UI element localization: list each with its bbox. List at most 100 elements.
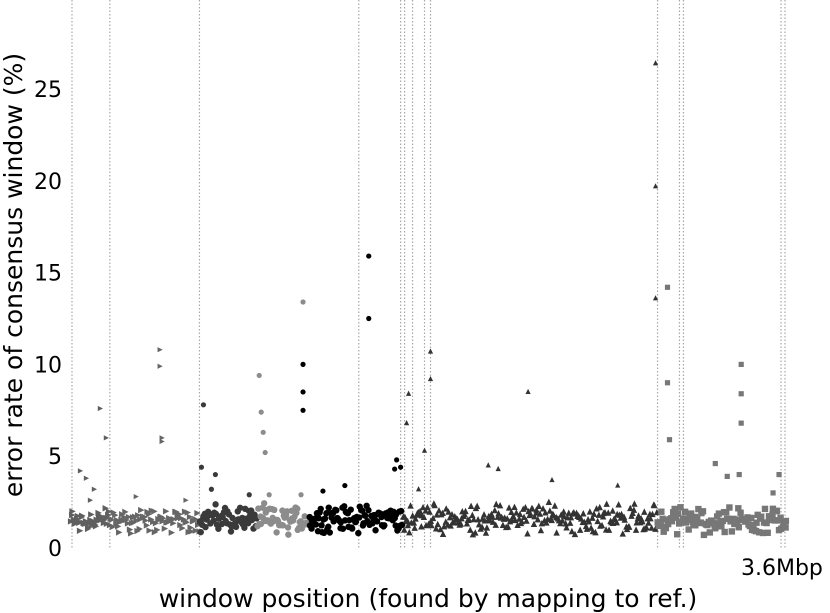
data-point [176, 511, 183, 518]
data-point [770, 490, 776, 496]
data-point [651, 501, 658, 509]
data-point [399, 521, 406, 529]
data-point [397, 507, 405, 515]
data-point [79, 512, 86, 519]
data-point [404, 517, 411, 525]
data-point [466, 516, 473, 523]
data-point [511, 503, 518, 510]
data-point [473, 502, 481, 509]
data-point [439, 509, 446, 517]
data-point [652, 295, 659, 301]
data-point [764, 529, 771, 536]
data-point [97, 405, 103, 412]
data-point [407, 502, 414, 509]
data-point [87, 497, 94, 503]
data-point [431, 501, 438, 509]
data-point [630, 506, 638, 513]
data-point [74, 512, 82, 520]
data-point [658, 508, 665, 515]
data-point [777, 514, 784, 521]
data-point [761, 505, 769, 513]
data-point [737, 509, 744, 516]
data-point [462, 507, 469, 515]
data-point [542, 509, 549, 516]
data-point [212, 501, 219, 508]
data-point [103, 435, 109, 441]
data-point [114, 523, 122, 530]
data-point [342, 482, 348, 489]
data-point [284, 524, 292, 531]
data-point [719, 517, 727, 525]
data-point [782, 524, 789, 531]
data-point [159, 435, 165, 441]
data-point [639, 517, 646, 525]
data-point [432, 525, 440, 532]
data-point [648, 524, 655, 531]
data-point [366, 253, 372, 259]
data-point [482, 529, 490, 536]
data-point [283, 508, 291, 515]
data-point [88, 511, 95, 518]
data-point [489, 518, 497, 525]
data-point [531, 513, 538, 520]
data-point [605, 526, 613, 533]
data-point [260, 500, 268, 507]
data-point [273, 529, 280, 536]
data-point [695, 505, 702, 513]
data-point [603, 500, 610, 507]
data-points [67, 60, 790, 539]
data-point [673, 531, 681, 538]
data-point [491, 506, 498, 514]
data-point [505, 504, 513, 511]
data-point [300, 299, 306, 305]
data-point [627, 504, 634, 512]
data-point [590, 510, 598, 517]
data-point [649, 510, 656, 518]
data-point [525, 388, 531, 395]
data-point [524, 530, 531, 537]
data-point [188, 528, 195, 535]
data-point [152, 519, 160, 527]
data-point [285, 531, 292, 538]
data-point [325, 504, 332, 511]
data-point [434, 520, 441, 528]
data-point [536, 510, 544, 517]
data-point [664, 284, 671, 290]
data-point [529, 505, 536, 512]
data-point [664, 520, 672, 528]
data-point [522, 504, 529, 511]
data-point [256, 372, 262, 379]
data-point [91, 486, 98, 492]
data-point [236, 504, 244, 511]
data-point [483, 524, 491, 531]
data-point [179, 524, 186, 532]
data-point [177, 521, 184, 529]
data-point [151, 508, 158, 515]
y-tick-label: 15 [34, 262, 62, 287]
data-point [186, 513, 194, 521]
data-point [551, 502, 559, 509]
x-axis-end-label: 3.6Mbp [741, 556, 823, 581]
data-point [485, 512, 493, 520]
data-point [669, 509, 677, 516]
data-point [403, 420, 410, 426]
data-point [586, 508, 594, 515]
data-point [127, 530, 135, 537]
data-point [318, 522, 325, 529]
y-tick-label: 20 [34, 170, 62, 195]
data-point [339, 525, 347, 532]
data-point [157, 347, 163, 353]
data-point [539, 505, 547, 512]
data-point [154, 526, 161, 534]
data-point [712, 460, 718, 467]
y-tick-label: 25 [34, 78, 62, 103]
data-point [685, 526, 692, 533]
data-point [373, 518, 381, 525]
data-point [133, 493, 139, 500]
data-point [427, 348, 434, 354]
data-point [652, 183, 659, 189]
data-point [122, 508, 129, 516]
data-point [392, 466, 398, 472]
data-point [381, 522, 388, 529]
data-point [660, 528, 667, 535]
